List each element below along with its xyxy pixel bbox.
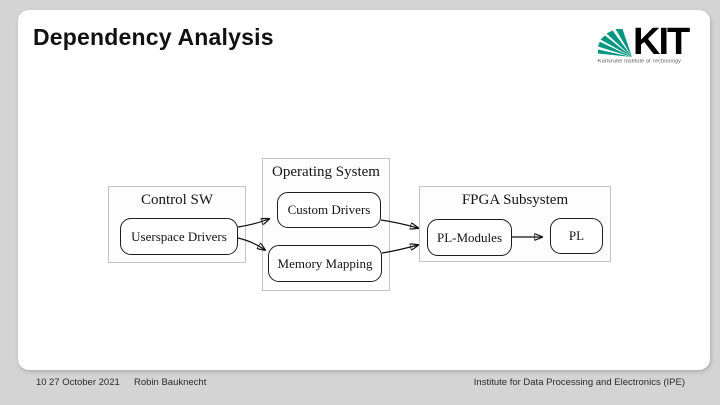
node-label: Memory Mapping (277, 255, 373, 271)
kit-fan-icon (598, 29, 632, 57)
cluster-label: Operating System (272, 164, 380, 180)
node-custom-drivers: Custom Drivers (277, 192, 381, 228)
node-userspace-drivers: Userspace Drivers (120, 218, 238, 255)
dependency-diagram: Control SW Operating System FPGA Subsyst… (18, 10, 710, 370)
node-label: Userspace Drivers (131, 228, 227, 244)
node-label: PL (568, 228, 585, 243)
footer-page-number: 10 (36, 377, 47, 388)
kit-logo: KIT Karlsruhe Institute of Technology (598, 20, 710, 65)
node-memory-mapping: Memory Mapping (268, 245, 382, 282)
node-pl-modules: PL-Modules (427, 219, 512, 256)
kit-logo-row: KIT (598, 20, 710, 63)
node-label: PL-Modules (437, 229, 502, 245)
slide-title: Dependency Analysis (33, 24, 274, 50)
footer-author: Robin Bauknecht (134, 377, 207, 388)
slide-footer: 10 27 October 2021 Robin Bauknecht Insti… (0, 377, 720, 393)
kit-logo-tagline: Karlsruhe Institute of Technology (598, 59, 682, 65)
node-pl: PL (550, 218, 603, 254)
slide: Dependency Analysis KIT Karlsruhe Instit… (18, 10, 710, 370)
kit-logo-text: KIT (633, 20, 690, 63)
node-label: Custom Drivers (287, 202, 371, 217)
footer-date: 27 October 2021 (49, 377, 120, 388)
cluster-label: FPGA Subsystem (461, 192, 569, 208)
cluster-label: Control SW (140, 192, 214, 208)
footer-institute: Institute for Data Processing and Electr… (473, 377, 685, 388)
